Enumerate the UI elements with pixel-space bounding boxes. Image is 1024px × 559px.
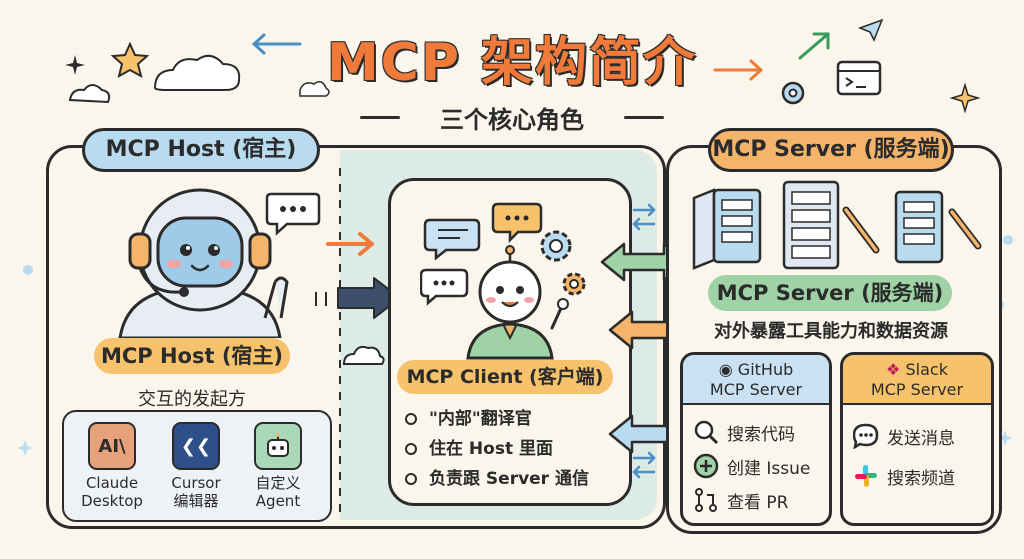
wrench-icon xyxy=(842,206,880,254)
client-bullet: 住在 Host 里面 xyxy=(405,434,553,459)
slack-server-card: ❖ Slack MCP Server 发送消息 搜索频道 xyxy=(840,352,994,526)
list-item: 创建 Issue xyxy=(683,449,829,483)
paper-plane-icon xyxy=(857,18,884,42)
host-to-client-arrows xyxy=(315,232,401,319)
cloud-icon xyxy=(68,84,111,104)
app-name-line2: Agent xyxy=(255,492,301,510)
client-bullet-text: 住在 Host 里面 xyxy=(429,439,553,459)
astronaut-icon xyxy=(118,188,289,338)
host-header: MCP Host (宿主) xyxy=(82,128,320,172)
chat-bubble-icon xyxy=(491,202,543,244)
app-name-line1: Claude xyxy=(85,474,139,492)
server-rack-icon xyxy=(692,188,762,270)
server-description: 对外暴露工具能力和数据资源 xyxy=(714,321,948,342)
app-name-line2: 编辑器 xyxy=(173,492,219,510)
star-icon xyxy=(110,41,150,78)
github-item-label: 搜索代码 xyxy=(727,424,795,445)
gear-icon xyxy=(781,81,805,105)
host-label: MCP Host (宿主) xyxy=(94,338,290,374)
subtitle-underline-left xyxy=(360,116,400,119)
bullet-icon xyxy=(405,443,417,455)
chat-bubble-icon xyxy=(265,192,321,236)
sparkle-icon xyxy=(17,440,33,456)
list-item: 搜索代码 xyxy=(683,415,829,449)
sparkle-icon xyxy=(949,82,981,114)
swap-arrows-icon xyxy=(632,203,656,231)
github-card-title: GitHub xyxy=(737,360,794,379)
arrow-up-right-icon xyxy=(798,32,830,60)
host-description: 交互的发起方 xyxy=(138,389,246,410)
github-item-label: 查看 PR xyxy=(727,492,789,513)
app-name-line2: Desktop xyxy=(81,492,143,510)
chat-bubble-icon xyxy=(420,268,469,306)
github-item-label: 创建 Issue xyxy=(727,458,811,479)
host-divider xyxy=(339,168,341,518)
app-name-line1: Cursor xyxy=(171,474,221,492)
arrow-right-icon xyxy=(713,59,764,81)
arrow-right-icon xyxy=(326,232,374,256)
gear-icon xyxy=(540,230,572,262)
plus-circle-icon xyxy=(693,453,719,479)
dot-icon xyxy=(1003,235,1013,245)
swap-arrows-icon xyxy=(632,451,656,479)
slack-card-subtitle: MCP Server xyxy=(870,380,964,399)
client-bullet-text: 负责跟 Server 通信 xyxy=(429,469,589,489)
page-title: MCP 架构简介 xyxy=(326,33,698,93)
cloud-icon xyxy=(153,54,241,91)
cloud-icon xyxy=(299,81,330,97)
app-claude-desktop: AI\ Claude Desktop xyxy=(70,422,154,510)
bullet-icon xyxy=(405,413,417,425)
github-server-card: ◉ GitHub MCP Server 搜索代码 创建 Issue 查看 PR xyxy=(680,352,832,526)
client-bullet: "内部"翻译官 xyxy=(405,404,532,429)
client-label: MCP Client (客户端) xyxy=(397,360,613,394)
client-robot-icon xyxy=(420,202,586,360)
list-item: 查看 PR xyxy=(683,483,829,517)
github-icon: ◉ xyxy=(718,360,733,379)
app-custom-agent: 自定义 Agent xyxy=(236,422,320,510)
arrow-left-icon xyxy=(251,33,302,55)
github-card-header: ◉ GitHub MCP Server xyxy=(683,355,829,405)
subtitle-underline-right xyxy=(624,116,664,119)
slack-icon: ❖ xyxy=(886,360,901,379)
double-arrow-icon xyxy=(315,277,401,319)
server-label: MCP Server (服务端) xyxy=(708,275,952,311)
list-item: 发送消息 xyxy=(843,419,991,453)
client-bullet: 负责跟 Server 通信 xyxy=(405,464,589,489)
app-name-line1: 自定义 xyxy=(255,474,301,492)
robot-icon xyxy=(254,422,302,470)
server-rack-icon xyxy=(894,190,944,264)
slack-item-label: 发送消息 xyxy=(887,428,955,449)
sparkle-icon xyxy=(65,55,85,75)
slack-item-label: 搜索频道 xyxy=(887,468,955,489)
server-rack-icon xyxy=(782,180,840,270)
slack-card-title: Slack xyxy=(905,360,948,379)
server-header: MCP Server (服务端) xyxy=(708,128,954,172)
sparkle-icon xyxy=(997,430,1013,446)
cursor-icon: ❮❮ xyxy=(172,422,220,470)
terminal-icon xyxy=(836,60,882,96)
pull-request-icon xyxy=(695,488,717,512)
page-subtitle: 三个核心角色 xyxy=(440,106,584,134)
app-cursor-editor: ❮❮ Cursor 编辑器 xyxy=(154,422,238,510)
slack-card-header: ❖ Slack MCP Server xyxy=(843,355,991,405)
gear-icon xyxy=(562,272,586,296)
cloud-icon xyxy=(342,345,385,365)
dot-icon xyxy=(23,265,33,275)
client-bullet-text: "内部"翻译官 xyxy=(429,409,532,429)
server-rack-icon xyxy=(692,180,982,270)
list-item: 搜索频道 xyxy=(843,459,991,493)
github-card-subtitle: MCP Server xyxy=(709,380,803,399)
search-icon xyxy=(694,420,719,445)
bullet-icon xyxy=(405,473,417,485)
slack-hash-icon xyxy=(855,465,877,487)
wrench-icon xyxy=(948,208,982,250)
claude-icon: AI\ xyxy=(88,422,136,470)
chat-icon xyxy=(853,423,879,449)
